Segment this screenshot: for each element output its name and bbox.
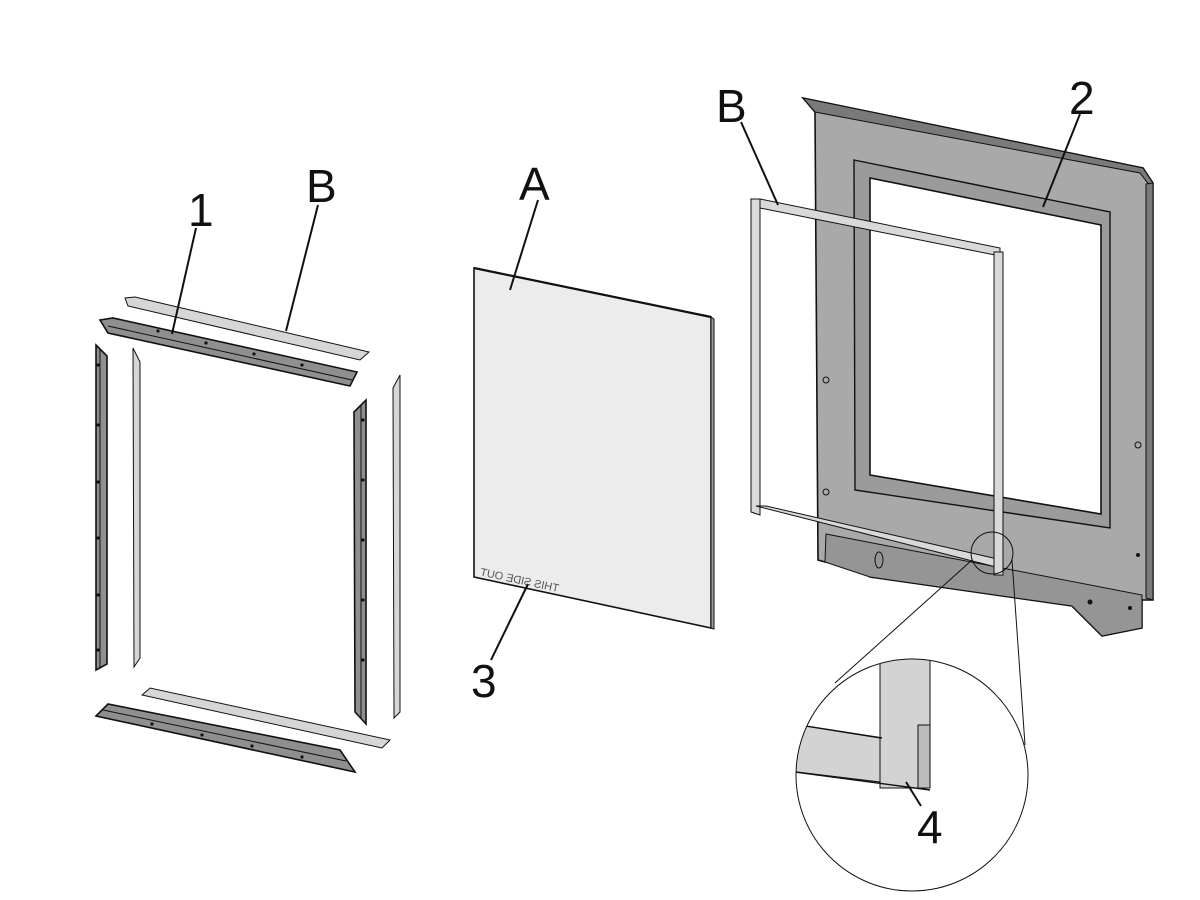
callout-3: 3 <box>471 655 497 707</box>
leader-2 <box>1042 113 1081 208</box>
leader-a <box>509 199 539 291</box>
callout-1: 1 <box>188 184 214 236</box>
leader-4 <box>905 781 922 807</box>
glass-panel: THIS SIDE OUT <box>473 266 715 630</box>
detail-magnifier <box>795 531 1029 892</box>
callout-a: A <box>519 158 550 210</box>
callout-2: 2 <box>1069 72 1095 124</box>
leader-1 <box>171 227 197 335</box>
gasket-top <box>124 296 371 361</box>
gasket-left <box>132 347 141 669</box>
retainer-strip-top <box>98 317 359 387</box>
retainer-strip-right <box>353 398 367 727</box>
leader-b-right <box>740 121 779 206</box>
leader-3 <box>490 583 529 661</box>
retainer-strip-left <box>95 343 108 672</box>
gasket-right <box>392 374 401 720</box>
door-window-opening <box>869 177 1102 515</box>
gasket-frame <box>749 198 1004 576</box>
callout-b-left: B <box>306 160 337 212</box>
retainer-strip-bottom <box>94 703 357 774</box>
leader-b-left <box>285 204 319 332</box>
gasket-bottom <box>140 687 392 749</box>
door-frame <box>800 96 1154 637</box>
callout-4: 4 <box>917 801 943 853</box>
